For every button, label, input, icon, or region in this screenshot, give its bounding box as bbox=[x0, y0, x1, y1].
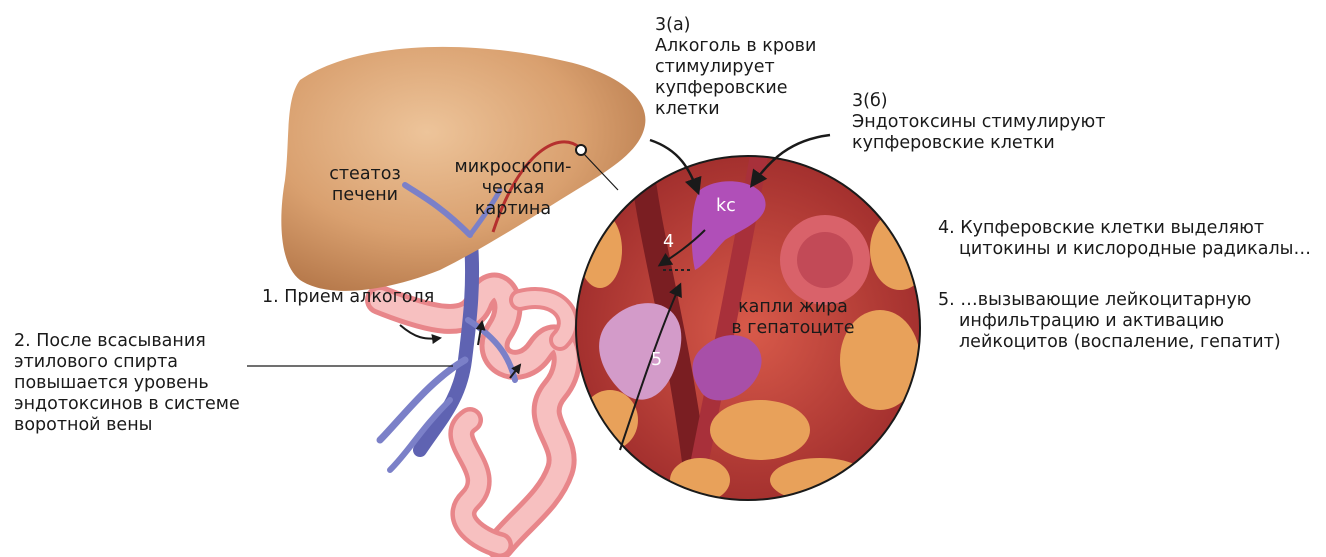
step5-marker: 5 bbox=[651, 350, 662, 371]
fat-droplet bbox=[870, 210, 930, 290]
step1-label: 1. Прием алкоголя bbox=[262, 287, 434, 308]
fat-droplet bbox=[670, 458, 730, 502]
magnify-point bbox=[576, 145, 586, 155]
kupffer-cell-label: kc bbox=[716, 196, 736, 217]
fat-droplets-label: капли жира в гепатоците bbox=[718, 297, 868, 339]
fat-droplet bbox=[710, 400, 810, 460]
step5-label: 5. …вызывающие лейкоцитарную инфильтраци… bbox=[938, 290, 1281, 353]
step4-marker: 4 bbox=[663, 232, 674, 253]
microscopic-view-label: микроскопи- ческая картина bbox=[448, 157, 578, 220]
step2-label: 2. После всасывания этилового спирта пов… bbox=[14, 331, 240, 436]
fat-droplet bbox=[797, 232, 853, 288]
step3b-label: 3(б) Эндотоксины стимулируют купферовски… bbox=[852, 91, 1105, 154]
step3a-label: 3(а) Алкоголь в крови стимулирует купфер… bbox=[655, 15, 816, 120]
step4-label: 4. Купферовские клетки выделяют цитокины… bbox=[938, 218, 1311, 260]
steatosis-label: стеатоз печени bbox=[315, 164, 415, 206]
